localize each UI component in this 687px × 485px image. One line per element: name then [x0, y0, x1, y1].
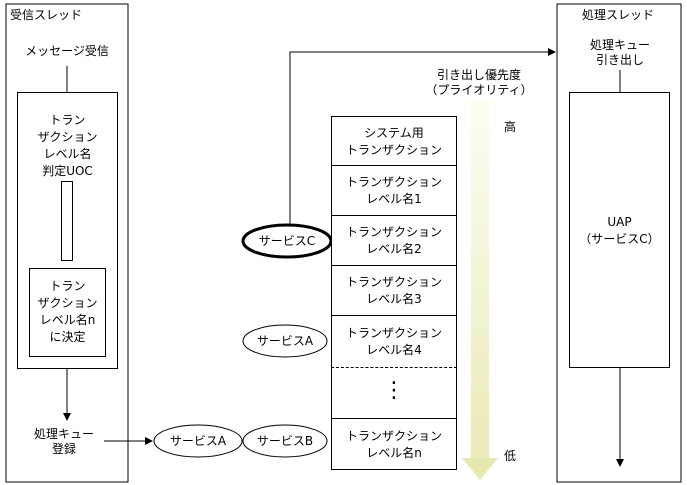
priority-label: 引き出し優先度 （プライオリティ）	[425, 68, 533, 97]
service-a-level4-label: サービスA	[256, 334, 314, 348]
service-a-queue-label: サービスA	[169, 434, 227, 448]
recv-thread-title: 受信スレッド	[10, 8, 83, 22]
queue-register-label: 処理キュー 登録	[33, 427, 94, 456]
level-system: システム用 トランザクション	[331, 116, 457, 166]
decision-box-label: トラン ザクション レベル名n に決定	[37, 279, 98, 344]
level-n: トランザクション レベル名n	[331, 418, 457, 470]
uap-box	[569, 92, 670, 368]
service-b-queue-ellipse	[242, 424, 328, 458]
proc-thread-title: 処理スレッド	[581, 8, 654, 22]
level-4: トランザクション レベル名4	[331, 315, 457, 368]
proc-thread-frame	[556, 3, 682, 483]
service-b-queue-label: サービスB	[256, 434, 314, 448]
recv-thread-frame	[5, 3, 129, 483]
uap-label: UAP （サービスC）	[579, 215, 660, 246]
level-ellipsis: ⋮	[331, 367, 457, 419]
queue-take-label: 処理キュー 引き出し	[589, 38, 650, 67]
priority-high: 高	[503, 120, 516, 134]
service-a-level4-ellipse	[242, 324, 328, 358]
level-2: トランザクション レベル名2	[331, 215, 457, 266]
uoc-slot	[61, 181, 73, 261]
level-3: トランザクション レベル名3	[331, 265, 457, 316]
service-c-label: サービスC	[258, 234, 316, 248]
priority-arrow-head	[462, 458, 498, 480]
level-1: トランザクション レベル名1	[331, 165, 457, 216]
decision-box	[29, 268, 106, 357]
priority-low: 低	[503, 449, 516, 463]
message-receive-label: メッセージ受信	[25, 44, 109, 58]
priority-arrow-shaft	[471, 101, 489, 460]
uoc-box-label: トラン ザクション レベル名 判定UOC	[37, 113, 98, 178]
service-a-queue-ellipse	[153, 424, 243, 458]
